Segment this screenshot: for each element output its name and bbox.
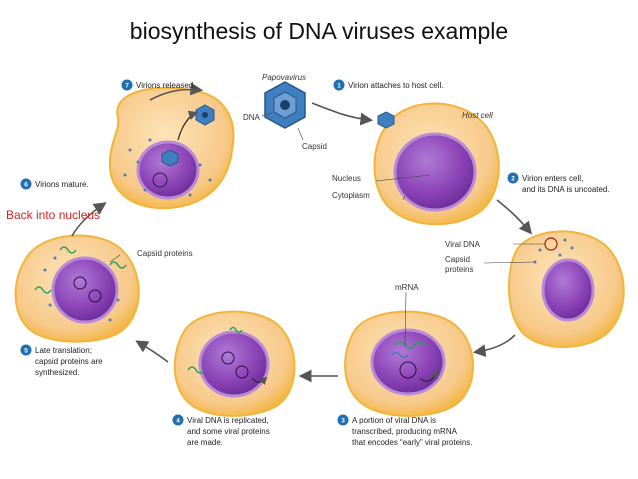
step-1-text-line1: Virion attaches to host cell. (348, 81, 443, 90)
step-3-caption: 3 A portion of viral DNA is transcribed,… (337, 414, 473, 447)
step-6-text-line1: Virions mature. (35, 180, 89, 189)
step-1-number: 1 (337, 83, 341, 90)
step-7-badge (121, 79, 133, 91)
capsid-proteins-label-line1: Capsid (445, 255, 470, 264)
step-6-badge (20, 178, 32, 190)
step-3-text-line2: transcribed, producing mRNA (352, 427, 458, 436)
cycle-arrows (71, 82, 533, 383)
step-2-number: 2 (511, 176, 515, 183)
step-1-badge (333, 79, 345, 91)
step-4-caption: 4 Viral DNA is replicated, and some vira… (172, 414, 270, 447)
cell-step-3 (344, 310, 474, 417)
step-5-text-line3: synthesized. (35, 368, 79, 377)
host-cell-label: Host cell (462, 111, 493, 120)
step-6-number: 6 (24, 182, 28, 189)
step-7-caption: 7 Virions released. (121, 79, 195, 91)
step-3-number: 3 (341, 418, 345, 425)
step-4-text-line3: are made. (187, 438, 223, 447)
step-2-badge (507, 172, 519, 184)
step-2-text-line1: Virion enters cell, (522, 174, 583, 183)
capsid-proteins-top-label: Capsid proteins (137, 249, 193, 258)
papovavirus-illustration (261, 81, 306, 141)
step-7-number: 7 (125, 83, 129, 90)
viral-dna-label: Viral DNA (445, 240, 481, 249)
step-2-text-line2: and its DNA is uncoated. (522, 185, 610, 194)
step-4-text-line1: Viral DNA is replicated, (187, 416, 269, 425)
step-3-badge (337, 414, 349, 426)
capsid-label: Capsid (302, 142, 327, 151)
pointer-lines (109, 174, 545, 346)
step-3-text-line1: A portion of viral DNA is (352, 416, 436, 425)
back-into-nucleus-annotation: Back into nucleus (6, 208, 100, 222)
step-4-badge (172, 414, 184, 426)
capsid-proteins-label-line2: proteins (445, 265, 473, 274)
cytoplasm-label: Cytoplasm (332, 191, 370, 200)
virus-name-label: Papovavirus (262, 73, 306, 82)
step-5-caption: 5 Late translation; capsid proteins are … (20, 344, 103, 377)
step-7-text-line1: Virions released. (136, 81, 195, 90)
step-3-text-line3: that encodes “early” viral proteins. (352, 438, 473, 447)
cell-step-5 (14, 234, 140, 343)
cell-step-4 (173, 310, 296, 417)
dna-label: DNA (243, 113, 261, 122)
step-6-caption: 6 Virions mature. (20, 178, 89, 190)
step-4-number: 4 (176, 418, 180, 425)
cell-step-7 (108, 86, 235, 210)
step-2-caption: 2 Virion enters cell, and its DNA is unc… (507, 172, 610, 194)
page-title: biosynthesis of DNA viruses example (129, 18, 509, 44)
step-5-number: 5 (24, 348, 28, 355)
step-4-text-line2: and some viral proteins (187, 427, 270, 436)
cell-step-1 (373, 102, 500, 226)
step-1-caption: 1 Virion attaches to host cell. (333, 79, 443, 91)
cell-step-2 (507, 230, 625, 348)
nucleus-label: Nucleus (332, 174, 361, 183)
step-5-badge (20, 344, 32, 356)
step-5-text-line1: Late translation; (35, 346, 92, 355)
mrna-label: mRNA (395, 283, 419, 292)
step-5-text-line2: capsid proteins are (35, 357, 103, 366)
